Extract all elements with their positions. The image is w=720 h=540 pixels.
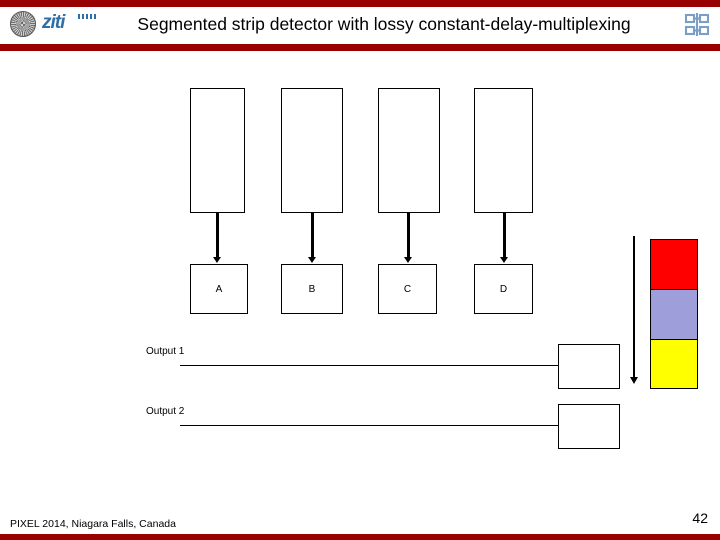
stack-cell-yellow	[651, 340, 697, 388]
segment-label: B	[308, 284, 316, 295]
slide-header: ziti Segmented strip detector with lossy…	[0, 0, 720, 52]
segment-box-d: D	[474, 264, 533, 314]
page-title: Segmented strip detector with lossy cons…	[137, 14, 631, 34]
strip-connector-arrowhead	[308, 257, 316, 263]
university-seal-icon	[10, 11, 36, 37]
strip-connector-arrowhead	[404, 257, 412, 263]
output-1-label: Output 1	[146, 346, 185, 357]
page-number: 42	[692, 510, 708, 526]
segment-label: A	[215, 284, 223, 295]
stack-cell-red	[651, 240, 697, 290]
strip-rectangle	[378, 88, 440, 213]
footer-conference-text: PIXEL 2014, Niagara Falls, Canada	[10, 518, 176, 530]
segment-label: D	[499, 284, 508, 295]
university-logo-icon	[683, 11, 711, 38]
output-2-label: Output 2	[146, 406, 185, 417]
strip-connector-line	[216, 213, 219, 259]
strip-connector-line	[503, 213, 506, 259]
strip-connector-line	[407, 213, 410, 259]
color-stack	[650, 239, 698, 389]
output-1-wire	[180, 365, 558, 366]
strip-rectangle	[281, 88, 343, 213]
strip-connector-arrowhead	[500, 257, 508, 263]
segment-label: C	[403, 284, 412, 295]
strip-rectangle	[474, 88, 533, 213]
detector-diagram: A B C D Output 1 Output 2	[0, 52, 720, 488]
output-1-box	[558, 344, 620, 389]
segment-box-c: C	[378, 264, 437, 314]
header-rule-bottom	[0, 44, 720, 51]
strip-rectangle	[190, 88, 245, 213]
segment-box-b: B	[281, 264, 343, 314]
stack-cell-periwinkle	[651, 290, 697, 340]
strip-connector-arrowhead	[213, 257, 221, 263]
time-axis-arrowhead	[630, 377, 638, 384]
ziti-logo: ziti	[6, 9, 98, 39]
strip-connector-line	[311, 213, 314, 259]
output-2-box	[558, 404, 620, 449]
footer-rule	[0, 534, 720, 540]
header-rule-top	[0, 0, 720, 7]
time-axis-arrow-line	[633, 236, 635, 378]
ziti-dots-icon	[78, 14, 96, 19]
slide-footer: PIXEL 2014, Niagara Falls, Canada 42	[0, 488, 720, 540]
segment-box-a: A	[190, 264, 248, 314]
output-2-wire	[180, 425, 558, 426]
ziti-wordmark: ziti	[42, 12, 65, 33]
